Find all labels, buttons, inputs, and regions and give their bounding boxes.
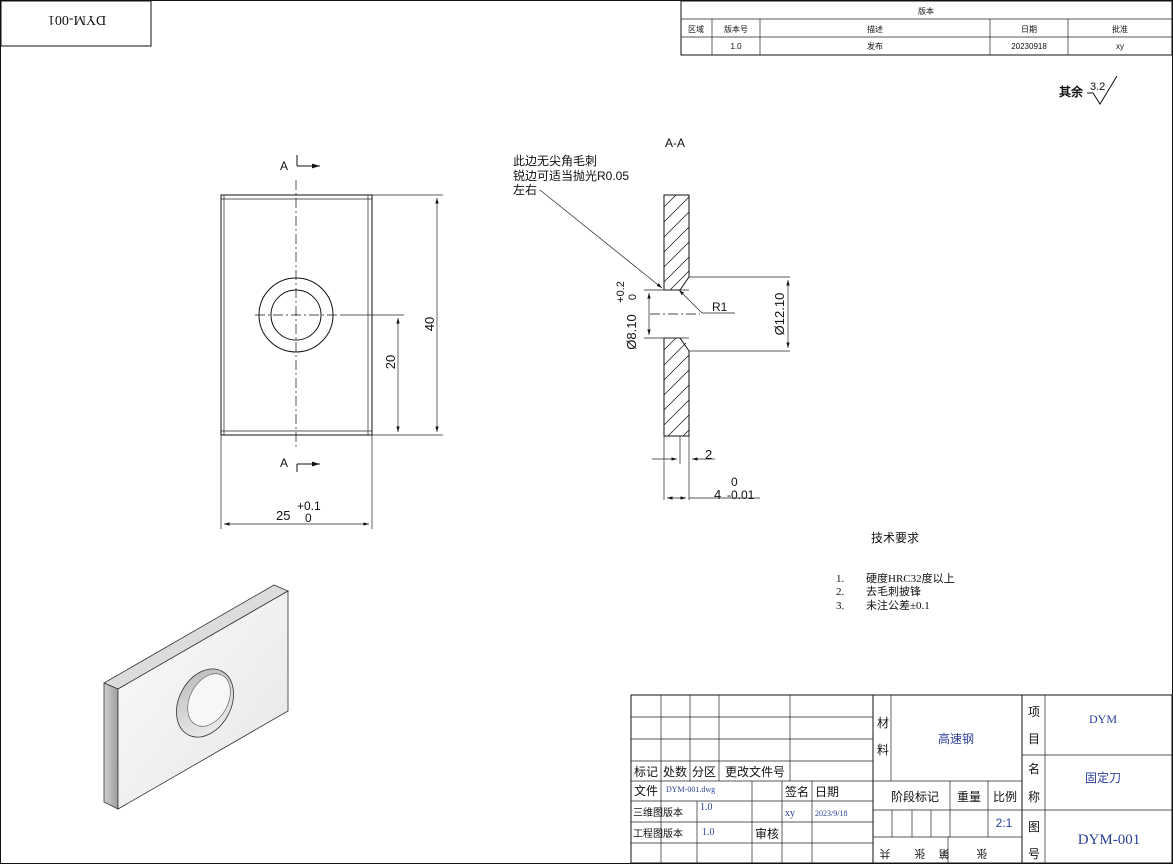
rev-cell-version: 1.0 bbox=[730, 42, 742, 51]
name-label-1: 名 bbox=[1028, 761, 1040, 776]
rev-header-approval: 批准 bbox=[1112, 24, 1128, 34]
rev-doc-label: 更改文件号 bbox=[725, 764, 785, 779]
revision-table-title: 版本 bbox=[918, 6, 934, 16]
drawing-id-stamp: DYM-001 bbox=[0, 0, 152, 47]
sheet-no-unit: 张 bbox=[977, 847, 988, 860]
dim-step-depth: 2 bbox=[705, 447, 712, 462]
section-view: A-A 此边无尖角毛刺 bbox=[513, 136, 790, 502]
rev-header-version: 版本号 bbox=[724, 24, 748, 34]
rev-header-date: 日期 bbox=[1021, 25, 1037, 34]
dim-width-tol-upper: +0.1 bbox=[297, 499, 321, 513]
project-value: DYM bbox=[1089, 712, 1117, 726]
scale-label: 比例 bbox=[993, 790, 1017, 804]
rev-cell-date: 20230918 bbox=[1011, 42, 1047, 51]
tech-item-3-text: 未注公差±0.1 bbox=[866, 598, 930, 612]
tech-item-1-num: 1. bbox=[836, 573, 845, 585]
surface-finish-symbol: 其余 3.2 bbox=[1059, 75, 1118, 105]
rev-header-zone: 区域 bbox=[688, 24, 704, 34]
file-label: 文件 bbox=[634, 783, 658, 798]
revision-table: 版本 区域 版本号 描述 日期 批准 1.0 发布 20230918 xy bbox=[680, 0, 1173, 56]
sheet-no-label: 第 bbox=[939, 847, 950, 861]
design-version: 1.0 bbox=[700, 802, 713, 813]
material-label-1: 材 bbox=[877, 716, 889, 730]
drawing-no-label-1: 图 bbox=[1028, 820, 1040, 834]
date-label: 日期 bbox=[815, 785, 839, 799]
tech-item-2-text: 去毛刺披锋 bbox=[866, 584, 921, 598]
design-version-label: 三维图版本 bbox=[633, 806, 683, 819]
sheets-total-unit: 张 bbox=[915, 847, 926, 860]
dim-width: 25 bbox=[276, 508, 290, 523]
dim-hole-dia: Ø8.10 bbox=[624, 314, 639, 349]
dim-thickness: 4 bbox=[714, 487, 721, 502]
dim-hole-tol-upper: +0.2 bbox=[615, 281, 627, 303]
sheets-total-label: 共 bbox=[880, 847, 891, 860]
section-mark-top: A bbox=[280, 159, 288, 173]
scale-value: 2:1 bbox=[996, 816, 1013, 830]
tech-requirements: 技术要求 1. 硬度HRC32度以上 2. 去毛刺披锋 3. 未注公差±0.1 bbox=[836, 531, 955, 612]
tech-title: 技术要求 bbox=[871, 531, 919, 545]
tech-item-3-num: 3. bbox=[836, 600, 845, 612]
tech-item-1-text: 硬度HRC32度以上 bbox=[866, 571, 955, 585]
tech-item-2-num: 2. bbox=[836, 586, 845, 598]
surface-finish-label: 其余 bbox=[1059, 84, 1084, 99]
weight-label: 重量 bbox=[957, 790, 981, 804]
project-label-1: 项 bbox=[1028, 705, 1040, 719]
project-label-2: 目 bbox=[1028, 732, 1040, 746]
front-view: A A 40 20 25 +0.1 0 bbox=[220, 155, 443, 529]
drawing-no-value: DYM-001 bbox=[1078, 832, 1141, 848]
file-value: DYM-001.dwg bbox=[666, 785, 715, 794]
note-line-2: 锐边可适当抛光R0.05 bbox=[513, 168, 629, 183]
title-block: 标记 处数 分区 更改文件号 文件 DYM-001.dwg 签名 日期 三维图版… bbox=[630, 694, 1173, 864]
rev-mark-label: 标记 bbox=[634, 765, 658, 779]
dim-hole-tol-lower: 0 bbox=[627, 294, 639, 300]
design-date: 2023/9/18 bbox=[815, 809, 847, 818]
drawing-version-label: 工程图版本 bbox=[633, 827, 683, 840]
section-title: A-A bbox=[665, 136, 685, 150]
rev-header-description: 描述 bbox=[867, 24, 883, 34]
rev-zone-label: 分区 bbox=[692, 765, 716, 779]
design-signer: xy bbox=[785, 808, 795, 819]
stamp-text: DYM-001 bbox=[48, 12, 106, 27]
dim-center: 20 bbox=[383, 355, 398, 369]
dim-thickness-tol-upper: 0 bbox=[731, 475, 738, 489]
review-label: 审核 bbox=[755, 826, 779, 841]
surface-finish-value: 3.2 bbox=[1090, 81, 1105, 93]
note-line-3: 左右 bbox=[513, 182, 537, 197]
material-label-2: 料 bbox=[877, 743, 889, 757]
name-value: 固定刀 bbox=[1085, 770, 1121, 785]
sign-label: 签名 bbox=[785, 784, 809, 799]
drawing-version: 1.0 bbox=[702, 827, 715, 838]
note-line-1: 此边无尖角毛刺 bbox=[513, 154, 597, 168]
name-label-2: 称 bbox=[1028, 790, 1040, 804]
section-upper-part bbox=[663, 194, 690, 291]
rev-qty-label: 处数 bbox=[663, 764, 687, 779]
dim-width-tol-lower: 0 bbox=[305, 511, 312, 525]
dim-radius: R1 bbox=[712, 300, 728, 314]
dim-thickness-tol-lower: -0.01 bbox=[727, 488, 755, 502]
dim-bore-dia: Ø12.10 bbox=[772, 293, 787, 336]
section-mark-bottom: A bbox=[280, 456, 288, 470]
material-value: 高速钢 bbox=[938, 731, 974, 746]
dim-height: 40 bbox=[422, 317, 437, 331]
stage-label: 阶段标记 bbox=[891, 789, 939, 804]
rev-cell-description: 发布 bbox=[867, 41, 883, 51]
isometric-view bbox=[103, 584, 289, 810]
rev-cell-approval: xy bbox=[1116, 42, 1124, 51]
drawing-no-label-2: 号 bbox=[1028, 847, 1040, 861]
